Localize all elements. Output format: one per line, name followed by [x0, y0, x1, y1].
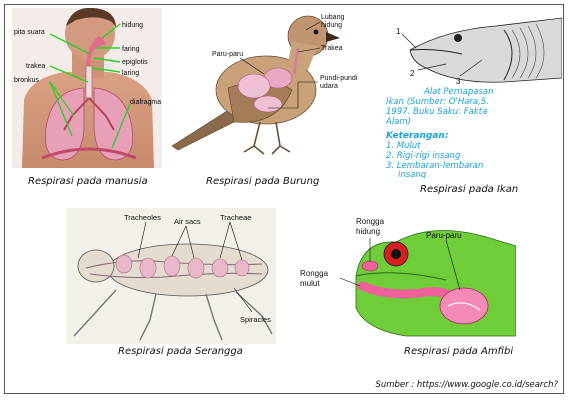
label-trakea: trakea [26, 63, 46, 70]
label-faring: faring [122, 46, 140, 53]
caption-amphibian: Respirasi pada Amfibi [404, 346, 514, 357]
fish-item-3: 3. Lembaran-lembaran [386, 161, 483, 171]
caption-insect: Respirasi pada Serangga [118, 346, 243, 357]
insect-respiration-panel: Tracheoles Air sacs Tracheae Spiracles [66, 208, 276, 344]
label-lubang-hidung-1: Lubang [321, 14, 344, 21]
source-note: Sumber : https://www.google.co.id/search… [375, 380, 558, 390]
label-rongga-hidung-1: Rongga [356, 217, 385, 226]
fish-keterangan: Keterangan: [386, 131, 448, 141]
fish-source-1: Ikan (Sumber: O'Hara,S. [386, 97, 489, 107]
label-pundi-1: Pundi-pundi [320, 75, 358, 82]
label-diafragma: diafragma [130, 99, 161, 106]
fish-item-2: 2. Rigi-rigi insang [386, 151, 461, 161]
label-pundi-2: udara [320, 83, 338, 90]
label-tracheoles: Tracheoles [124, 213, 161, 222]
fish-source-3: Alam) [386, 117, 411, 127]
fish-num-2: 2 [410, 69, 415, 78]
label-spiracles: Spiracles [240, 315, 271, 324]
fish-item-1: 1. Mulut [386, 141, 421, 151]
label-trakea-bird: Trakea [321, 45, 343, 52]
bird-illustration: Lubang hidung Trakea Paru-paru Pundi-pun… [171, 14, 358, 155]
frog-illustration: Rongga hidung Paru-paru Rongga mulut [300, 217, 517, 337]
fish-item-3b: insang [398, 170, 427, 178]
fish-source-2: 1997. Buku Saku: Fakta [386, 107, 487, 117]
amphibian-respiration-panel: Rongga hidung Paru-paru Rongga mulut [296, 210, 517, 340]
caption-bird: Respirasi pada Burung [206, 176, 320, 187]
human-illustration: hidung pita suara faring epiglotis larin… [12, 7, 162, 168]
fish-title: Alat Pernapasan [423, 87, 494, 97]
label-lubang-hidung-2: hidung [321, 22, 342, 29]
label-bronkus: bronkus [14, 77, 39, 84]
label-tracheae: Tracheae [220, 213, 251, 222]
bird-respiration-panel: Lubang hidung Trakea Paru-paru Pundi-pun… [168, 8, 368, 168]
label-epiglotis: epiglotis [122, 59, 148, 66]
fish-respiration-panel: 1 2 3 Alat Pernapasan Ikan (Sumber: O'Ha… [385, 8, 563, 180]
fish-num-1: 1 [396, 27, 401, 36]
label-pita-suara: pita suara [14, 29, 45, 36]
label-rongga-mulut-1: Rongga [300, 269, 329, 278]
label-laring: laring [122, 70, 139, 77]
label-hidung: hidung [122, 22, 143, 29]
caption-fish: Respirasi pada Ikan [420, 184, 519, 195]
insect-illustration: Tracheoles Air sacs Tracheae Spiracles [66, 208, 276, 344]
label-air-sacs: Air sacs [174, 217, 201, 226]
label-rongga-hidung-2: hidung [356, 227, 380, 236]
fish-num-3: 3 [456, 77, 461, 86]
human-respiration-panel: hidung pita suara faring epiglotis larin… [12, 7, 162, 168]
fish-illustration: 1 2 3 Alat Pernapasan Ikan (Sumber: O'Ha… [385, 17, 563, 180]
label-paru-paru-bird: Paru-paru [212, 51, 243, 58]
label-paru-paru-frog: Paru-paru [426, 231, 462, 240]
label-rongga-mulut-2: mulut [300, 279, 320, 288]
caption-human: Respirasi pada manusia [28, 176, 148, 187]
